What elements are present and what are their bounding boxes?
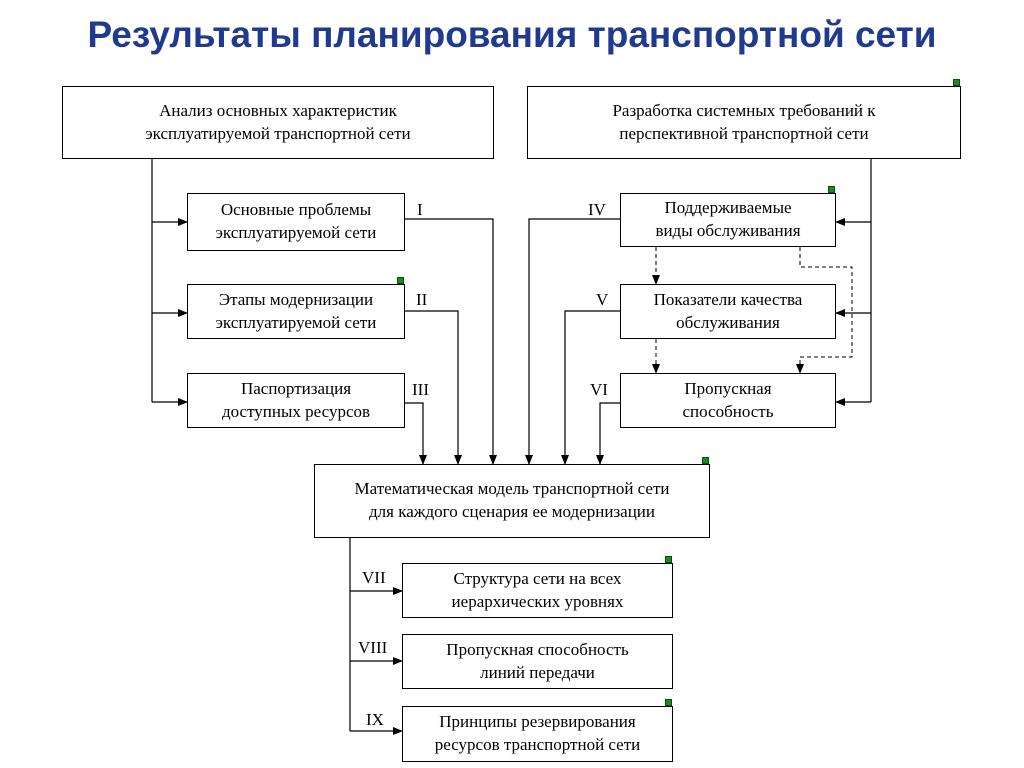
corner-marker	[828, 186, 835, 193]
arrow-VI-to-model	[596, 402, 620, 465]
label-IV: IV	[588, 200, 606, 219]
model-box: Математическая модель транспортной сети …	[314, 464, 710, 538]
corner-marker	[397, 277, 404, 284]
label-V: V	[596, 290, 609, 309]
arrow-IV-to-model	[525, 218, 620, 465]
label-I: I	[417, 200, 423, 219]
line-capacity-box: Пропускная способность линий передачи	[402, 634, 673, 689]
page-title: Результаты планирования транспортной сет…	[87, 14, 937, 55]
label-II: II	[416, 290, 428, 309]
label-III: III	[412, 380, 429, 399]
corner-marker	[665, 556, 672, 563]
arrow-V-to-model	[561, 310, 620, 465]
corner-marker	[665, 699, 672, 706]
corner-marker	[702, 457, 709, 464]
quality-box: Показатели качества обслуживания	[620, 284, 836, 339]
corner-marker	[953, 79, 960, 86]
services-box: Поддерживаемые виды обслуживания	[620, 193, 836, 247]
label-VII: VII	[362, 568, 386, 587]
reservation-box: Принципы резервирования ресурсов транспо…	[402, 706, 673, 762]
requirements-box: Разработка системных требований к перспе…	[527, 86, 961, 159]
dashed-services-to-capacity	[796, 247, 853, 374]
capacity-box: Пропускная способность	[620, 373, 836, 428]
structure-box: Структура сети на всех иерархических уро…	[402, 563, 673, 618]
stages-box: Этапы модернизации эксплуатируемой сети	[187, 284, 405, 339]
label-VIII: VIII	[358, 638, 388, 657]
label-IX: IX	[366, 710, 384, 729]
arrow-II-to-model	[405, 310, 462, 465]
arrow-I-to-model	[405, 218, 497, 465]
problems-box: Основные проблемы эксплуатируемой сети	[187, 193, 405, 251]
arrow-III-to-model	[405, 402, 427, 465]
analysis-box: Анализ основных характеристик эксплуатир…	[62, 86, 494, 159]
label-VI: VI	[590, 380, 608, 399]
passport-box: Паспортизация доступных ресурсов	[187, 373, 405, 428]
